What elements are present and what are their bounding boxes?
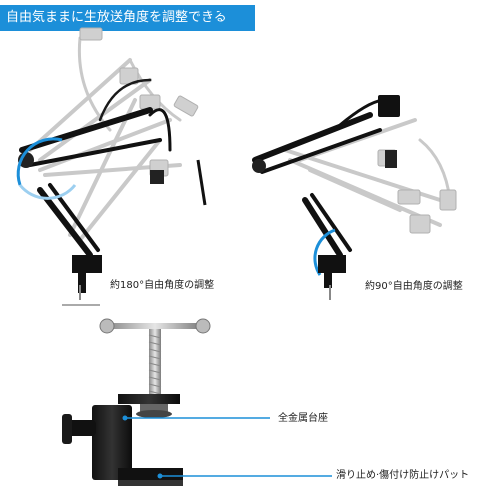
double-chevron-right-icon bbox=[213, 5, 255, 31]
caption-rotation-180: 約180°自由角度の調整 bbox=[110, 280, 215, 291]
caption-full-metal-base: 全金属台座 bbox=[278, 413, 328, 424]
desk-clamp-illustration bbox=[62, 318, 332, 486]
boom-arm-180-illustration bbox=[16, 27, 207, 306]
title-banner: 自由気ままに生放送角度を調整できる bbox=[0, 5, 255, 31]
banner-title: 自由気ままに生放送角度を調整できる bbox=[6, 10, 227, 25]
caption-anti-slip-pad: 滑り止め·傷付け防止けパット bbox=[336, 470, 470, 481]
caption-rotation-90: 約90°自由角度の調整 bbox=[365, 281, 463, 292]
boom-arm-90-illustration bbox=[252, 95, 457, 300]
